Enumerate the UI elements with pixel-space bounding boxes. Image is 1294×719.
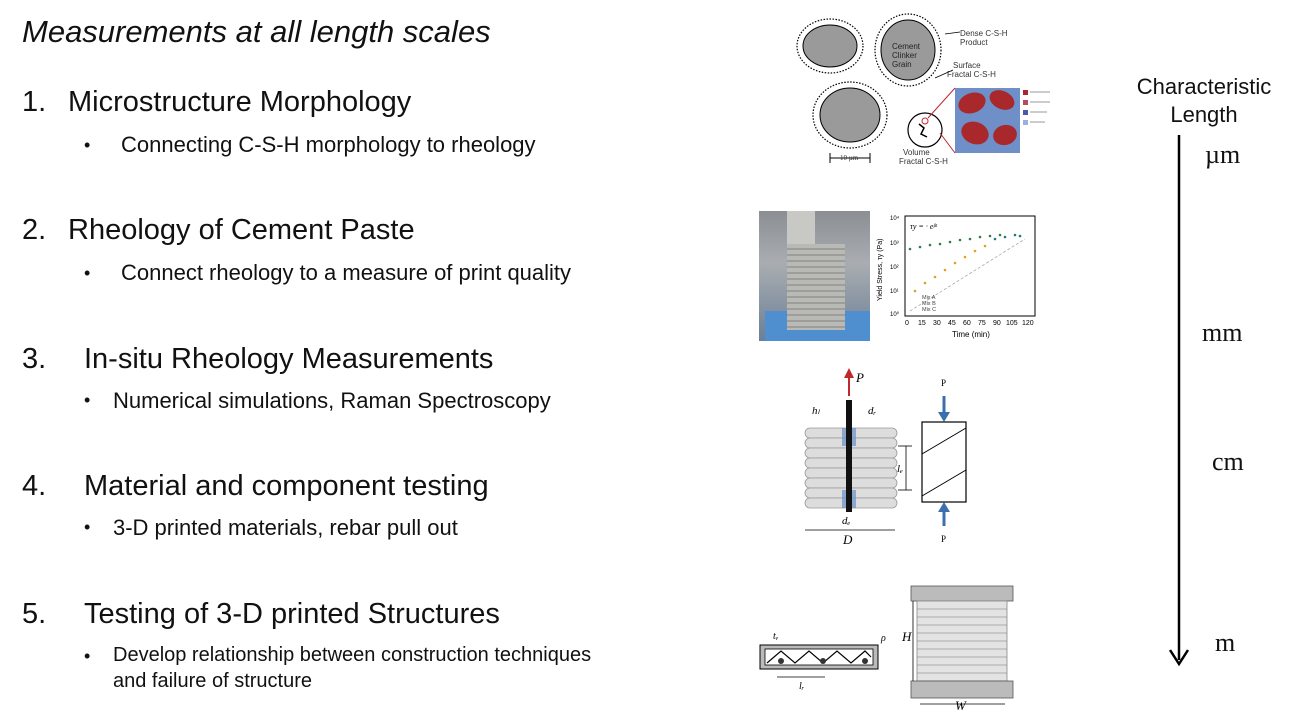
bullet-dot: • [84,390,91,410]
label-rho: ρ [880,633,886,644]
scale-mark-centimeter: cm [1212,447,1244,476]
item-1-number: 1. [22,86,47,118]
chart-equation: τy = · eᵝᵗ [910,222,938,231]
scale-mark-micrometer: µm [1205,140,1241,169]
item-3-heading: In-situ Rheology Measurements [84,343,494,375]
item-5-heading: Testing of 3-D printed Structures [84,598,500,630]
cement-grain-1 [796,18,864,74]
compression-specimen [921,421,967,503]
item-3-number: 3. [22,343,47,375]
item-2-bullet: Connect rheology to a measure of print q… [121,260,572,285]
bullet-dot: • [84,263,91,283]
cement-grain-3 [812,81,888,149]
label-W: W [955,698,967,713]
item-5-number: 5. [22,598,47,630]
label-surface-fractal: Fractal C-S-H [947,70,996,79]
item-1-bullet: Connecting C-S-H morphology to rheology [121,132,536,157]
y-tick-3: 10² [890,265,899,271]
legend-mix-a: Mix A [922,295,936,301]
simulation-inset [955,88,1050,153]
y-tick-1: 10⁴ [890,215,900,222]
y-tick-2: 10³ [890,241,899,247]
slide-title: Measurements at all length scales [22,14,491,49]
label-dr: dᵣ [868,405,877,417]
label-D: D [842,532,853,546]
item-1-heading: Microstructure Morphology [68,86,412,118]
label-product: Product [960,38,988,47]
item-4-number: 4. [22,470,47,502]
series-teal [993,233,1022,241]
printed-wall [910,585,1014,699]
x-tick-15: 15 [918,320,926,327]
item-4-heading: Material and component testing [84,470,489,502]
x-tick-30: 30 [933,320,941,327]
scale-bar [829,153,871,163]
x-tick-60: 60 [963,320,971,327]
item-5-bullet-line2: and failure of structure [113,670,312,692]
legend-mix-b: Mix B [922,301,936,307]
fractal-zoom-circle [907,87,956,154]
label-hl: hₗ [812,405,821,417]
label-dense: Dense C-S-H [960,29,1008,38]
printed-paste-photo [759,211,870,341]
series-orange [913,244,987,293]
x-tick-90: 90 [993,320,1001,327]
rebar [846,400,852,512]
y-tick-5: 10⁰ [890,311,900,318]
scale-mark-meter: m [1215,628,1236,657]
label-grain: Grain [892,60,912,69]
x-tick-75: 75 [978,320,986,327]
x-axis-label: Time (min) [952,330,990,339]
cement-grain-2 [874,13,942,87]
item-5-bullet-line1: Develop relationship between constructio… [113,644,592,666]
x-tick-45: 45 [948,320,956,327]
item-4-bullet: 3-D printed materials, rebar pull out [113,515,458,540]
characteristic-length-line1: Characteristic [1136,74,1272,99]
label-surface: Surface [953,61,981,70]
label-volume-fractal: Fractal C-S-H [899,157,948,166]
label-volume: Volume [903,148,930,157]
label-P: P [855,370,864,385]
item-2-number: 2. [22,214,47,246]
bullet-dot: • [84,646,91,666]
series-green [908,233,1002,251]
label-p-top: P [941,378,946,388]
structure-test-figure: tᵥ lᵣ ρ H W [759,585,1014,713]
label-p-bottom: P [941,534,946,544]
nozzle [787,211,815,246]
yield-stress-chart: τy = · eᵝᵗ 10⁴ 10³ 10² 10¹ 10⁰ 0 15 30 4… [877,215,1036,339]
bullet-dot: • [84,517,91,537]
label-de: dₑ [842,515,851,527]
y-axis-label: Yield Stress, τy (Pa) [877,239,884,301]
scale-bar-label: 10 µm [840,154,859,162]
microstructure-figure: Dense C-S-H Product Cement Clinker Grain… [796,13,1050,166]
label-tw: tᵥ [773,631,779,642]
characteristic-length-line2: Length [1170,102,1238,127]
characteristic-length-label: Characteristic Length [1124,73,1284,129]
label-clinker: Clinker [892,51,917,60]
bullet-dot: • [84,135,91,155]
printed-column [787,244,845,330]
x-tick-105: 105 [1006,320,1018,327]
label-lr: lᵣ [799,681,805,692]
x-tick-0: 0 [905,320,909,327]
y-tick-4: 10¹ [890,289,899,295]
length-scale-arrow [1168,135,1190,667]
label-le: lₑ [897,463,903,475]
legend-mix-c: Mix C [922,307,936,313]
scale-mark-millimeter: mm [1202,318,1243,347]
label-cement: Cement [892,42,921,51]
pullout-test-figure: P hₗ dᵣ lₑ dₑ D P P [804,368,967,546]
item-3-bullet: Numerical simulations, Raman Spectroscop… [113,388,551,413]
item-2-heading: Rheology of Cement Paste [68,214,415,246]
label-H: H [901,629,912,644]
truss-section [759,644,879,670]
x-tick-120: 120 [1022,320,1034,327]
